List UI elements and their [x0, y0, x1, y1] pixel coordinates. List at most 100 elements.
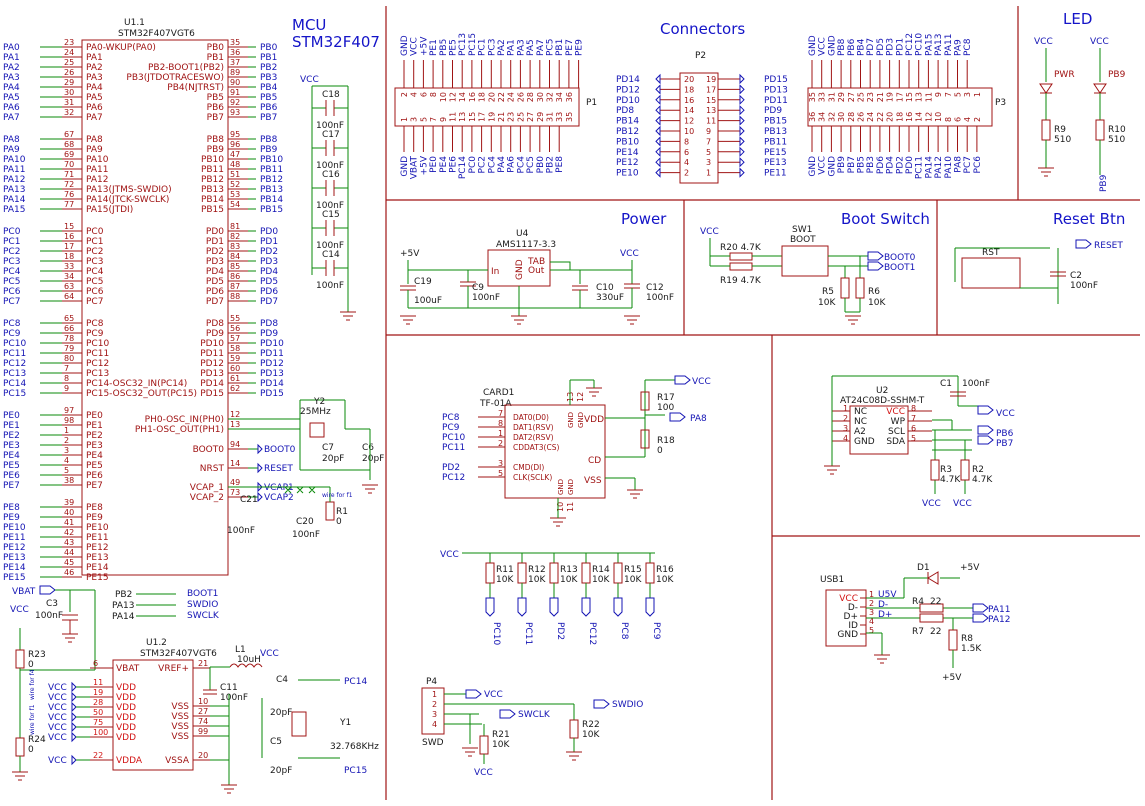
u2-pin-num: 3 — [843, 424, 848, 433]
p2-right-flag — [739, 104, 745, 116]
u1-pin-name: PB12 — [201, 175, 224, 185]
r21-body — [479, 735, 489, 755]
u2-ref: U2 — [876, 386, 888, 396]
u1-net-label: RESET — [264, 464, 293, 474]
u1-net-label: PB5 — [260, 93, 277, 103]
svg-text:4: 4 — [432, 720, 437, 729]
pullup-net: PC10 — [491, 622, 501, 645]
u2-pin-name: NC — [854, 407, 867, 417]
u1-pin-name: PD10 — [200, 339, 224, 349]
p3-top-pin-num: 11 — [924, 92, 933, 102]
p2-left-flag — [655, 156, 661, 168]
u1-pin-num: 91 — [230, 88, 240, 97]
u1-net-label: PD6 — [260, 287, 278, 297]
p1-top-net: PC5 — [546, 39, 556, 56]
p3-top-pin-num: 1 — [973, 92, 982, 97]
p1-top-pin-num: 30 — [536, 92, 545, 102]
r24-val: 0 — [28, 745, 34, 755]
card-vdd: VDD — [584, 415, 604, 425]
usb-pin-name: VCC — [839, 594, 858, 604]
u1-pin-num: 73 — [230, 488, 240, 497]
card-gnd-num: 12 — [576, 392, 585, 402]
p3-bot-net: PD2 — [895, 156, 905, 174]
card-gnd-num: 10 — [556, 502, 565, 512]
pullup-net: PC11 — [523, 622, 533, 645]
decap-ref: C17 — [322, 130, 340, 140]
boot-boot1: BOOT1 — [884, 263, 915, 273]
p2-left-net: PD8 — [616, 106, 634, 116]
u1-pin-name: PA7 — [86, 113, 103, 123]
y2-crystal-body — [309, 422, 325, 438]
u1-pin-name: PD4 — [206, 267, 224, 277]
u1-net-label: PD3 — [260, 257, 278, 267]
pullup-net: PC8 — [619, 622, 629, 640]
p3-top-pin-num: 9 — [934, 92, 943, 97]
reset-net: RESET — [1094, 241, 1123, 251]
usb-pin-num: 3 — [869, 608, 874, 617]
pullup-resistors: VCC R1110KPC10R1210KPC11R1310KPD2R1410KP… — [440, 550, 674, 645]
usb-pin-name: D+ — [844, 612, 858, 622]
r6-ref: R6 — [868, 287, 880, 297]
u2-pb7: PB7 — [996, 439, 1013, 449]
p2-right-num: 11 — [706, 117, 716, 126]
p1-bot-net: PB2 — [546, 156, 556, 173]
usb-pin-name: ID — [848, 621, 858, 631]
r5-val: 10K — [818, 298, 836, 308]
u1-pin-name: PA12 — [86, 175, 108, 185]
p3-bot-net: PB3 — [866, 156, 876, 173]
u1-net-label: PD4 — [260, 267, 278, 277]
p3-top-net: PD1 — [895, 38, 905, 56]
p2-right-net: PE13 — [764, 158, 787, 168]
rst-switch-body — [961, 257, 1021, 289]
p3-ref: P3 — [995, 98, 1006, 108]
u1-pin-name: PA13(JTMS-SWDIO) — [86, 185, 172, 195]
r10-body — [1095, 119, 1105, 141]
pullup-body — [613, 562, 623, 584]
u1-net-label: PE14 — [3, 563, 26, 573]
p3-top-pin-num: 29 — [837, 92, 846, 102]
u1-pin-num: 66 — [64, 324, 74, 333]
u1-net-label: PE10 — [3, 523, 26, 533]
u1-pin-num: 71 — [64, 170, 74, 179]
p3-top-net: PA11 — [944, 34, 954, 56]
u1-pin-num: 3 — [64, 446, 69, 455]
u1-pin-name: PA5 — [86, 93, 103, 103]
p1-top-pin-num: 4 — [410, 92, 419, 97]
p2-right-flag — [739, 136, 745, 147]
r6-body — [855, 277, 865, 299]
u1-pin-num: 25 — [64, 58, 74, 67]
p2-left-flag — [655, 167, 661, 178]
u1-net-label: PE5 — [3, 461, 20, 471]
r5-body — [840, 277, 850, 299]
p2-left-flag — [655, 84, 661, 95]
u1-pin-name: PB3(JTDOTRACESWO) — [126, 73, 224, 83]
u1-pin-name: PC14-OSC32_IN(PC14) — [86, 379, 187, 389]
p1-top-net: VCC — [410, 37, 420, 56]
r21-val: 10K — [492, 740, 510, 750]
p4-name: SWD — [422, 738, 444, 748]
r22-body — [569, 719, 579, 739]
p1-bot-net: PC2 — [478, 156, 488, 173]
usb-pin-num: 2 — [869, 599, 874, 608]
pullup-ref: R16 — [656, 565, 674, 575]
u1-pin-num: 40 — [64, 508, 74, 517]
card-net: PC9 — [442, 423, 460, 433]
u12-pin-name: VSS — [171, 702, 189, 712]
p2-left-num: 2 — [684, 169, 689, 178]
u1-net-label: PA1 — [3, 53, 20, 63]
net-boot1: BOOT1 — [187, 589, 218, 599]
p1-top-pin-num: 14 — [458, 92, 467, 102]
u12-pin-name: VDD — [116, 733, 136, 743]
u1-pin-num: 30 — [64, 88, 74, 97]
p3-bot-pin-num: 6 — [954, 117, 963, 122]
card-pin-name: CMD(DI) — [513, 463, 544, 472]
u1-ref: U1.1 — [124, 18, 145, 28]
r24-body — [15, 737, 25, 757]
net-flag — [71, 701, 77, 713]
p2-left-flag — [655, 73, 661, 85]
c2-ref: C2 — [1070, 271, 1082, 281]
u12-pin-num: 19 — [93, 688, 103, 697]
u12-pin-name: VDD — [116, 683, 136, 693]
